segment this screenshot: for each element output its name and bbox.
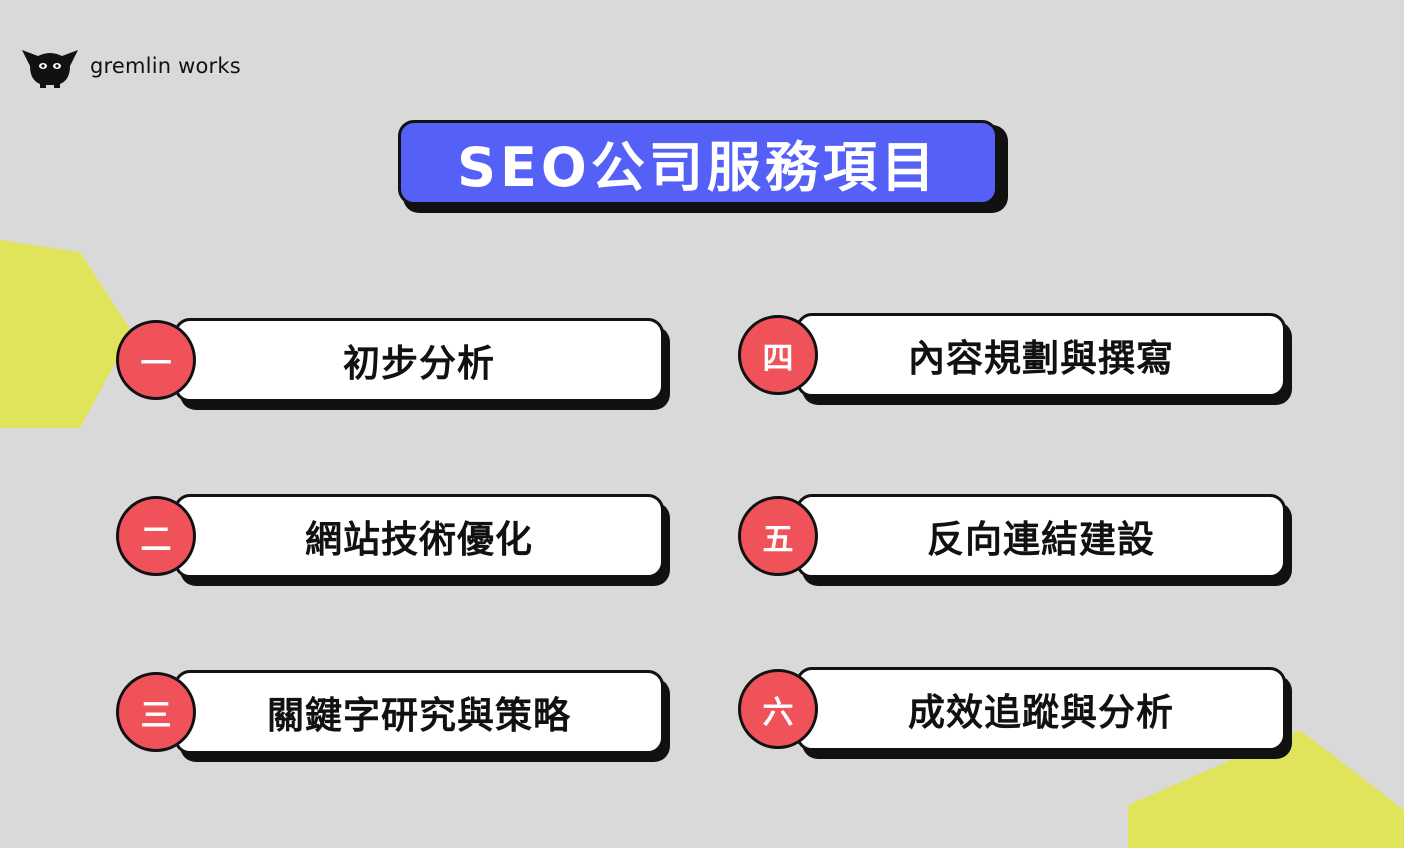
- item-number: 一: [140, 345, 172, 382]
- item-number-badge: 一: [116, 320, 196, 400]
- page-title: SEO公司服務項目: [457, 136, 939, 199]
- item-number: 六: [762, 694, 794, 731]
- item-label: 關鍵字研究與策略: [267, 694, 571, 737]
- item-box: 成效追蹤與分析: [796, 667, 1286, 751]
- service-item-4: 內容規劃與撰寫 四: [738, 313, 1298, 409]
- item-number: 四: [762, 340, 794, 377]
- item-number: 五: [762, 521, 794, 558]
- service-item-3: 關鍵字研究與策略 三: [116, 670, 676, 766]
- item-label: 成效追蹤與分析: [908, 691, 1174, 734]
- item-box: 初步分析: [174, 318, 664, 402]
- yellow-hexagon-left: [0, 240, 132, 428]
- service-item-6: 成效追蹤與分析 六: [738, 667, 1298, 763]
- item-number-badge: 五: [738, 496, 818, 576]
- item-number-badge: 六: [738, 669, 818, 749]
- item-label: 反向連結建設: [927, 518, 1155, 561]
- item-box: 網站技術優化: [174, 494, 664, 578]
- brand-logo: gremlin works: [20, 44, 241, 88]
- item-box: 內容規劃與撰寫: [796, 313, 1286, 397]
- item-number: 三: [140, 697, 172, 734]
- item-label: 網站技術優化: [305, 518, 533, 561]
- item-box: 關鍵字研究與策略: [174, 670, 664, 754]
- item-number-badge: 三: [116, 672, 196, 752]
- item-number: 二: [140, 521, 172, 558]
- item-number-badge: 二: [116, 496, 196, 576]
- item-box: 反向連結建設: [796, 494, 1286, 578]
- brand-name: gremlin works: [90, 54, 241, 78]
- service-item-2: 網站技術優化 二: [116, 494, 676, 590]
- item-label: 初步分析: [343, 342, 495, 385]
- title-banner: SEO公司服務項目: [398, 120, 998, 205]
- service-item-5: 反向連結建設 五: [738, 494, 1298, 590]
- item-label: 內容規劃與撰寫: [908, 337, 1174, 380]
- gremlin-head-icon: [22, 50, 78, 88]
- service-item-1: 初步分析 一: [116, 318, 676, 414]
- item-number-badge: 四: [738, 315, 818, 395]
- yellow-hexagon-right: [1128, 730, 1404, 848]
